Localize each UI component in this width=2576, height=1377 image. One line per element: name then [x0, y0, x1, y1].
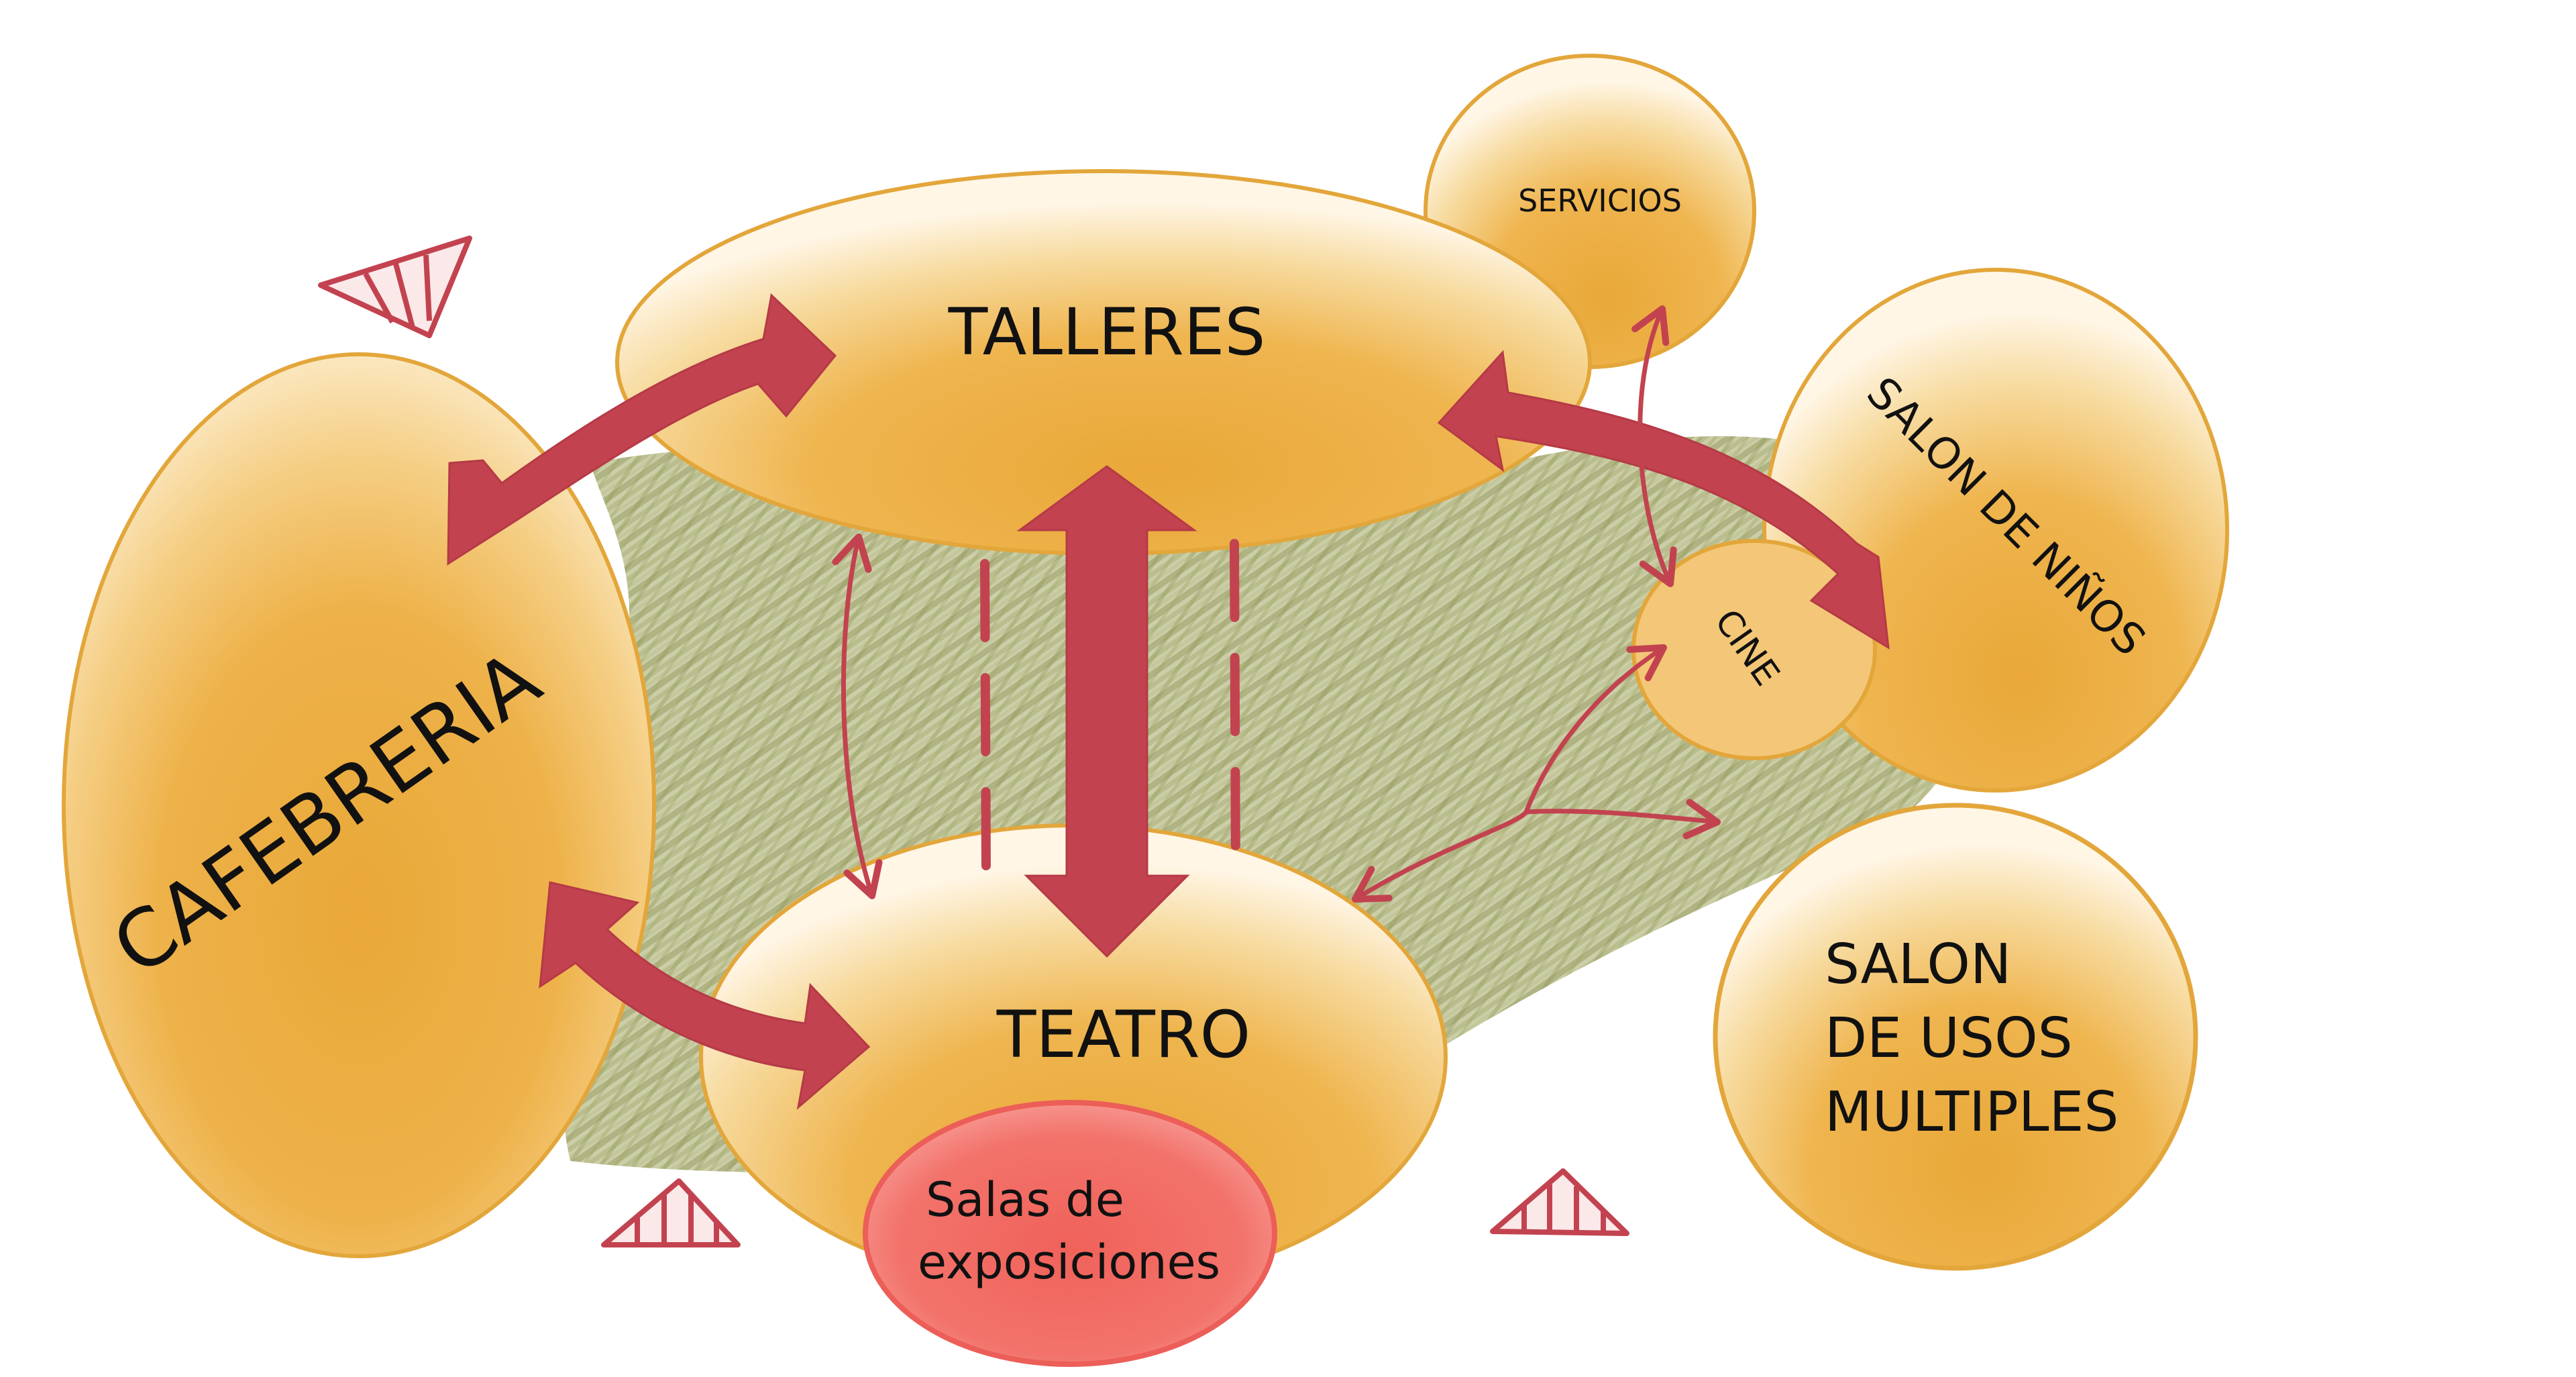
thin-arrow-talleres-teatro	[832, 533, 883, 900]
servicios-label: SERVICIOS	[1518, 183, 1682, 219]
zone-salas-exposiciones: Salas de exposiciones	[863, 1100, 1277, 1367]
arrow-talleres-salon-ninos	[1437, 350, 1890, 650]
entrance-marker-bottom-left	[601, 1178, 741, 1247]
thin-arrow-branch-sum	[1523, 799, 1721, 839]
teatro-label: TEATRO	[996, 997, 1250, 1072]
sum-label-line-1: SALON	[1825, 933, 2011, 997]
thick-arrows	[447, 293, 1890, 1110]
thin-arrows	[832, 305, 1721, 903]
zone-talleres: TALLERES	[615, 169, 1592, 556]
sum-label-line-2: DE USOS	[1825, 1007, 2073, 1070]
zone-salon-usos-multiples: SALON DE USOS MULTIPLES	[1713, 803, 2198, 1271]
entrance-marker-top-left	[318, 236, 472, 338]
dashed-line-left	[980, 559, 991, 877]
zone-cine: CINE	[1631, 539, 1877, 760]
sum-label-line-3: MULTIPLES	[1825, 1080, 2118, 1144]
dashed-line-right	[1230, 539, 1240, 884]
zone-cafebreria: CAFEBRERIA	[62, 352, 656, 1258]
arrow-talleres-teatro	[1016, 465, 1197, 958]
thin-arrow-branch-cine	[1523, 644, 1668, 815]
arrow-cafebreria-talleres	[447, 293, 837, 566]
dashed-partitions	[980, 539, 1240, 884]
thin-arrow-servicios-cine	[1631, 305, 1677, 588]
expo-label-line-1: Salas de	[926, 1172, 1124, 1227]
thin-arrow-teatro-branch	[1351, 809, 1529, 903]
talleres-label: TALLERES	[948, 295, 1266, 370]
zone-salon-ninos: SALON DE NIÑOS	[1762, 268, 2229, 793]
entrance-marker-bottom-right	[1490, 1168, 1629, 1236]
expo-label-line-2: exposiciones	[918, 1235, 1220, 1290]
arrow-cafebreria-teatro	[539, 881, 871, 1110]
